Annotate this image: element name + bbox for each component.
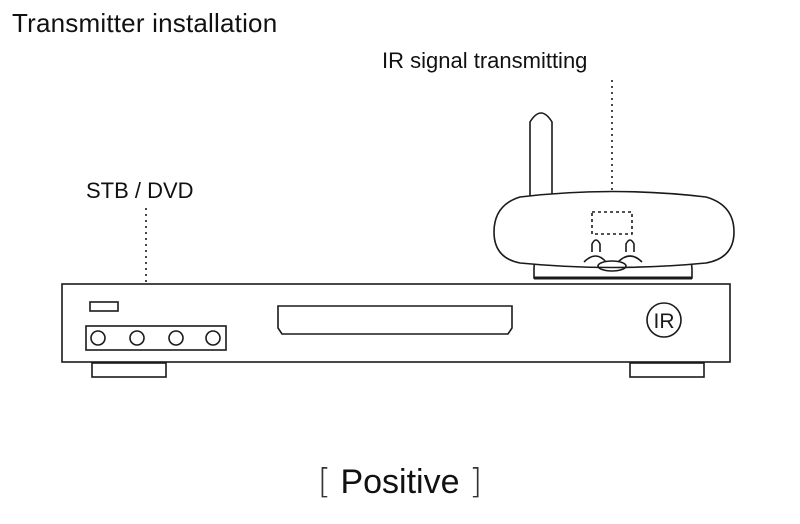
stb-dvd-label: STB / DVD <box>86 178 194 203</box>
caption-open-bracket: [ <box>317 462 332 502</box>
ir-badge <box>646 302 682 338</box>
stb-foot-right <box>629 362 705 378</box>
antenna-icon <box>529 112 553 200</box>
stb-button-4 <box>205 330 221 346</box>
transmitter-icon <box>493 190 735 269</box>
stb-button-1 <box>90 330 106 346</box>
ir-signal-label: IR signal transmitting <box>382 48 588 73</box>
stb-button-3 <box>168 330 184 346</box>
ir-window <box>591 211 633 235</box>
disc-tray <box>277 305 513 335</box>
caption-close-bracket: ] <box>468 462 483 502</box>
stb-foot-left <box>91 362 167 378</box>
caption-text: Positive <box>340 463 460 501</box>
page-title: Transmitter installation <box>12 8 278 38</box>
ir-badge-text: IR <box>654 310 675 333</box>
ir-led-icon <box>583 239 643 272</box>
stb-indicator <box>89 301 119 312</box>
set-top-box-icon <box>61 283 731 363</box>
stb-button-2 <box>129 330 145 346</box>
caption: [ Positive ] <box>0 462 800 502</box>
stb-button-panel <box>85 325 227 351</box>
